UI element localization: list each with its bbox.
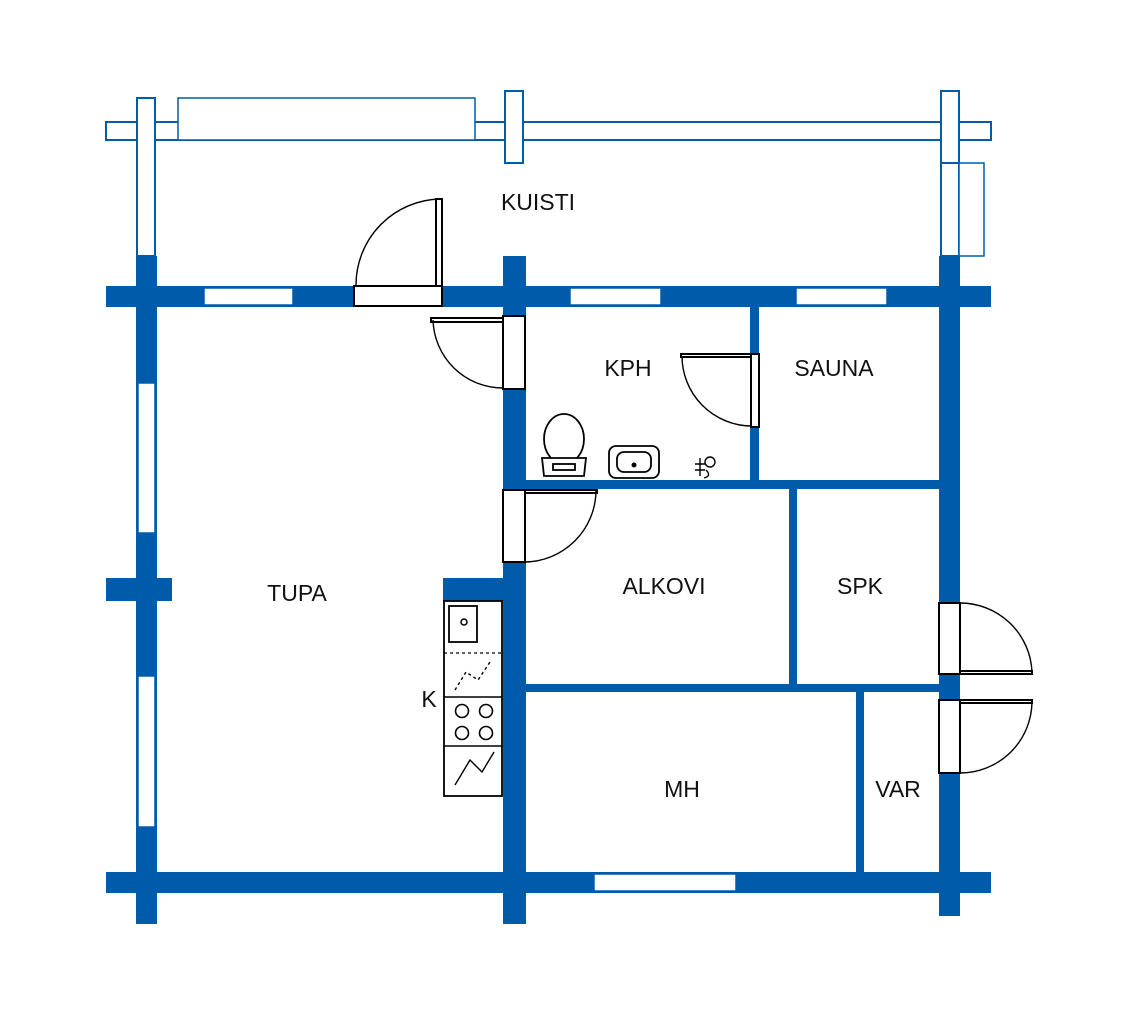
room-label-mh: MH [664, 776, 700, 802]
room-label-var: VAR [875, 776, 921, 802]
toilet-icon [540, 413, 588, 477]
sink-icon [608, 445, 660, 479]
room-label-spk: SPK [837, 573, 884, 599]
room-label-kuisti: KUISTI [501, 189, 575, 215]
alkovi-door [502, 489, 598, 563]
windows [137, 287, 888, 892]
kitchen-sink-icon [448, 605, 478, 643]
sauna-door [680, 353, 760, 428]
floor-drain-icon [695, 456, 716, 479]
entrance-door [353, 198, 443, 307]
porch-structure [105, 90, 992, 257]
room-label-tupa: TUPA [267, 580, 327, 606]
kitchen-counter [443, 600, 503, 797]
stove-icon [454, 703, 494, 741]
oven-icon [454, 751, 495, 786]
room-label-sauna: SAUNA [794, 355, 874, 381]
var-door [938, 699, 1033, 774]
room-labels: KUISTI KPH SAUNA TUPA ALKOVI SPK K MH VA… [267, 189, 921, 802]
spk-door [938, 602, 1033, 675]
doors [353, 198, 1033, 774]
room-label-k: K [421, 686, 437, 712]
room-label-alkovi: ALKOVI [622, 573, 705, 599]
kph-door [430, 315, 526, 390]
room-label-kph: KPH [604, 355, 651, 381]
